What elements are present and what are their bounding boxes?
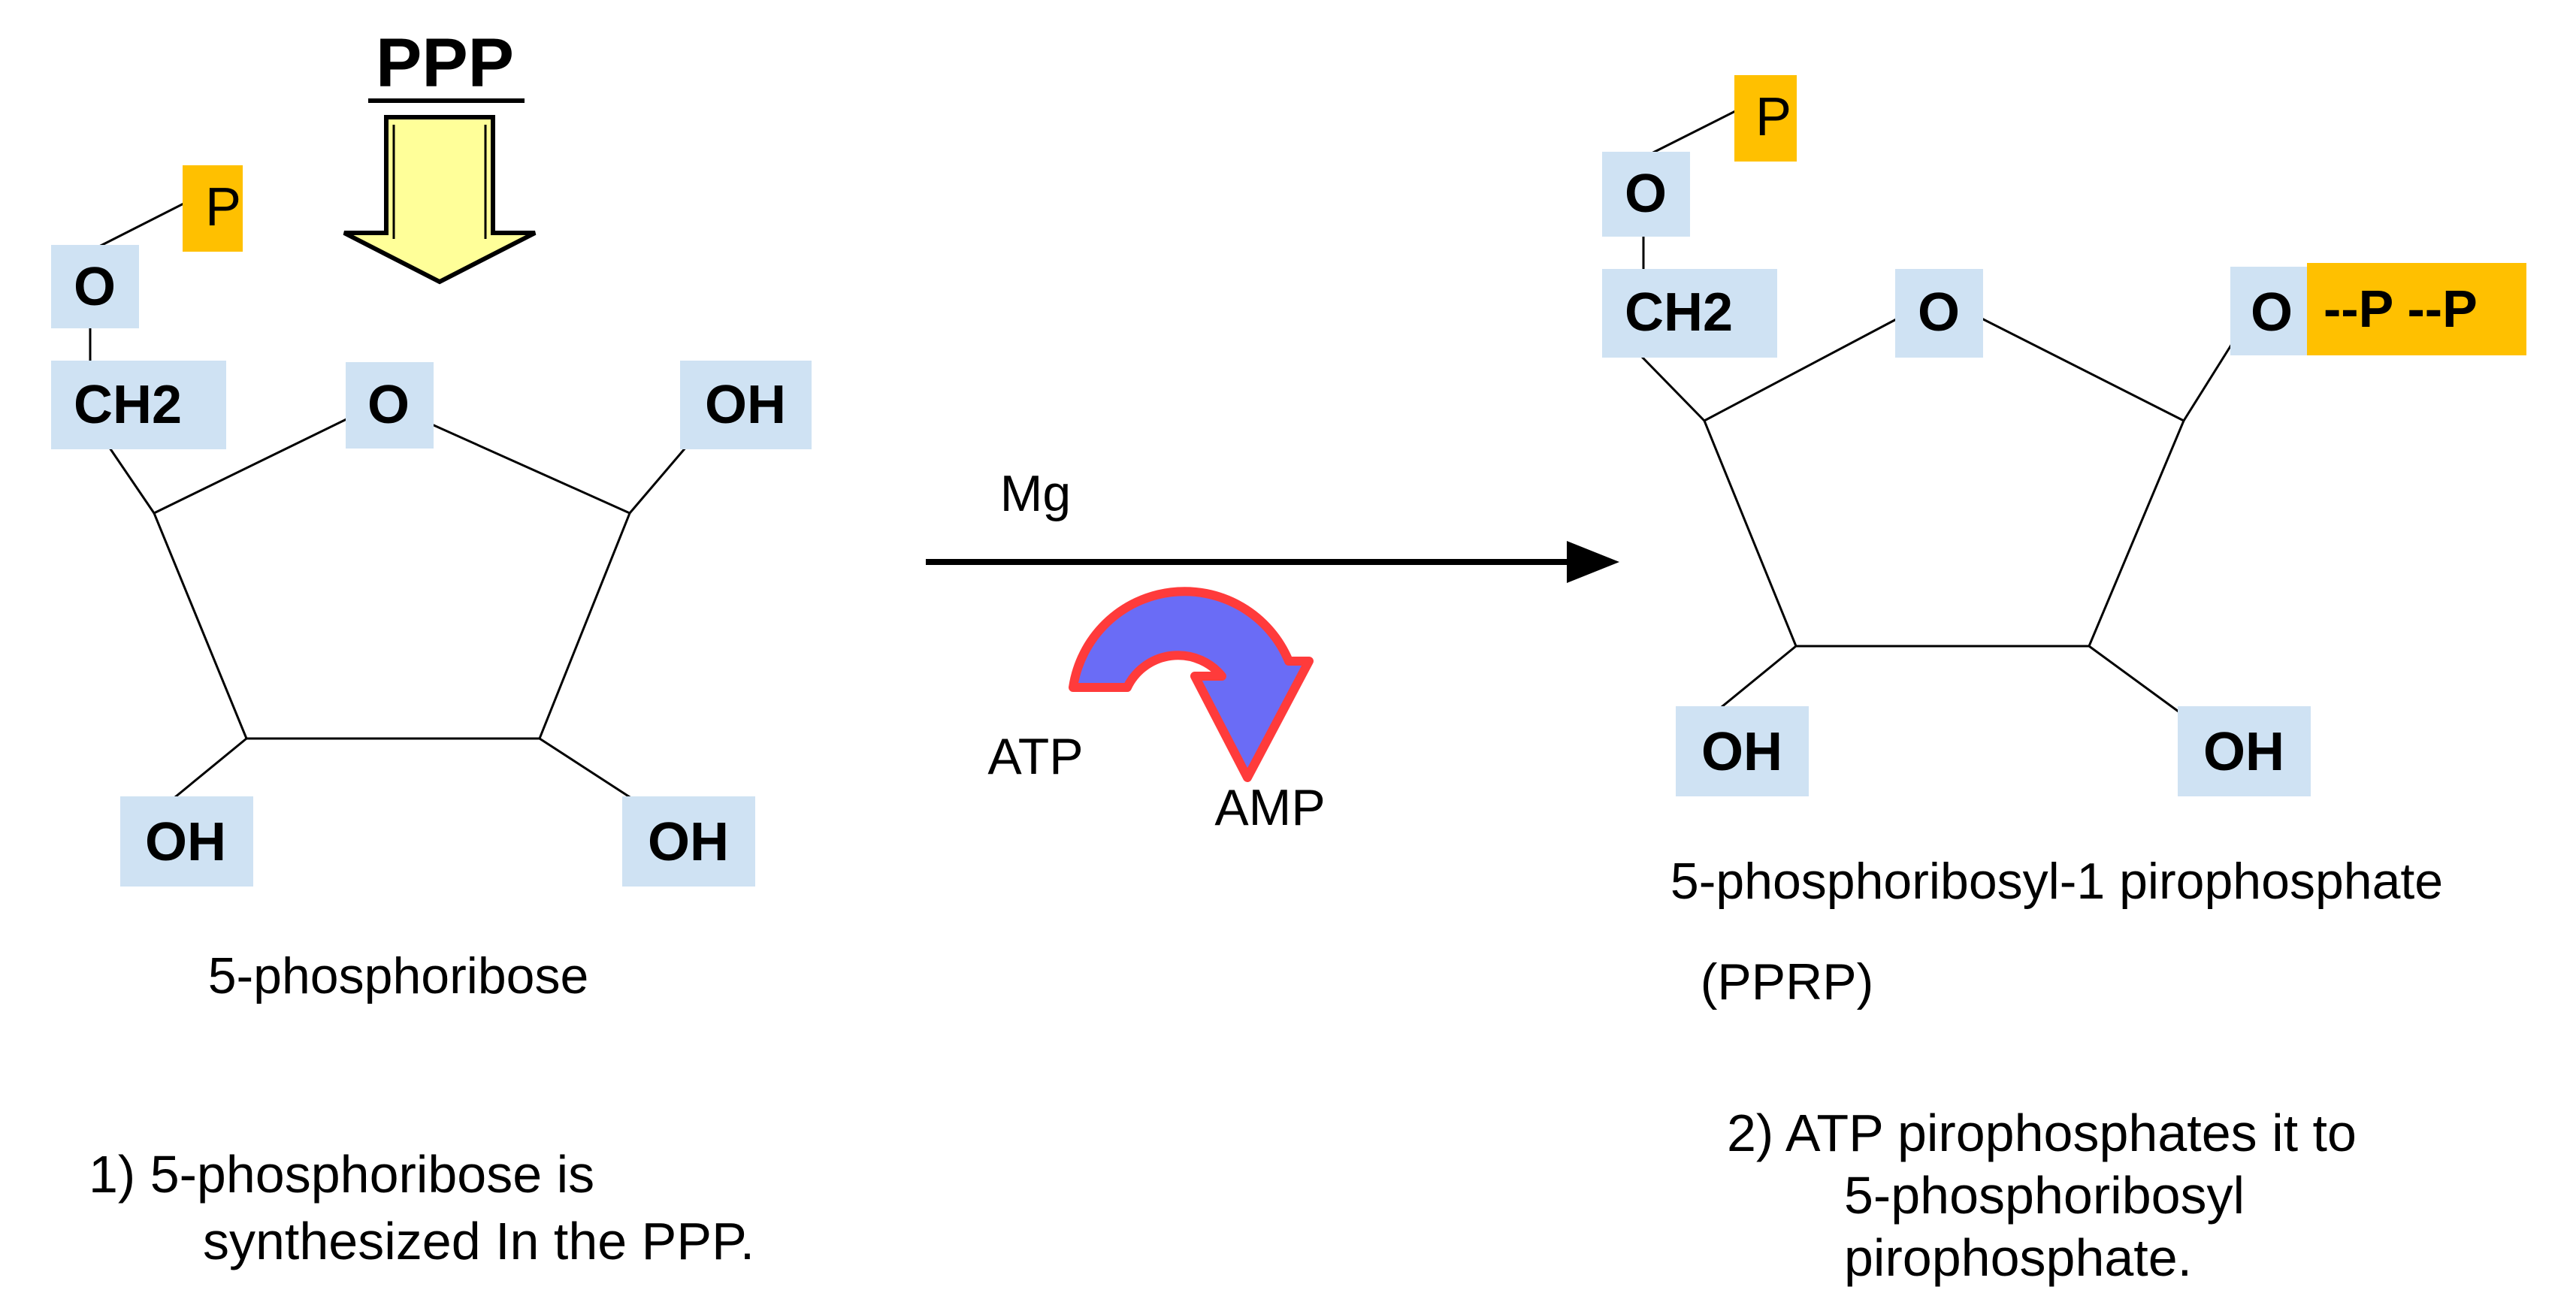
left-molecule-name: 5-phosphoribose (208, 947, 589, 1004)
right-caption-line3: pirophosphate. (1844, 1228, 2192, 1287)
right-ch2-label: CH2 (1625, 282, 1733, 343)
left-oh-c3-label: OH (145, 812, 226, 872)
atp-amp-curved-arrow (1069, 587, 1314, 782)
left-phosphate-label: P (205, 177, 241, 237)
right-ring-bonds (1640, 104, 2252, 715)
left-ch2-box (51, 361, 226, 449)
pyrophosphate-box (2307, 263, 2526, 355)
right-oxygen-box (1602, 152, 1690, 237)
atp-label: ATP (987, 728, 1083, 785)
left-caption-line1: 1) 5-phosphoribose is (89, 1145, 594, 1204)
amp-label: AMP (1214, 779, 1325, 836)
right-caption-line2: 5-phosphoribosyl (1844, 1166, 2245, 1225)
pentose-phosphate-pathway-arrow (343, 115, 537, 285)
left-phosphate-box (183, 165, 243, 252)
left-ring-oxygen-box (346, 362, 434, 449)
right-oxygen-label: O (1625, 164, 1667, 224)
right-ch2-box (1602, 269, 1777, 358)
right-oh-c3-box (1676, 706, 1809, 796)
left-ring-bonds (89, 195, 723, 805)
arrow-shadow-edge (392, 125, 487, 239)
right-ring-oxygen-box (1895, 269, 1983, 358)
right-phosphate-box (1734, 75, 1797, 162)
right-ring-oxygen-label: O (1918, 282, 1960, 343)
left-ring-oxygen-label: O (367, 375, 410, 435)
left-oh-c1-label: OH (705, 375, 786, 435)
left-oh-c2-box (622, 796, 755, 887)
right-caption-line1: 2) ATP pirophosphates it to (1727, 1104, 2357, 1162)
ppp-label: PPP (376, 25, 514, 101)
right-molecule-name-line1: 5-phosphoribosyl-1 pirophosphate (1670, 853, 2443, 910)
right-molecule-name-line2: (PPRP) (1701, 953, 1873, 1010)
right-oh-c3-label: OH (1701, 722, 1782, 782)
left-oxygen-box (51, 245, 139, 328)
catalyst-label: Mg (1000, 465, 1071, 522)
reaction-arrow-head (1567, 541, 1619, 583)
left-caption-line2: synthesized In the PPP. (203, 1212, 754, 1270)
left-oh-c1-box (680, 361, 812, 449)
left-oh-c2-label: OH (648, 812, 729, 872)
left-oh-c3-box (120, 796, 253, 887)
pyrophosphate-label: --P --P (2324, 279, 2478, 338)
left-oxygen-label: O (74, 257, 116, 317)
left-ch2-label: CH2 (74, 375, 182, 435)
right-oh-c2-label: OH (2203, 722, 2284, 782)
right-phosphate-label: P (1755, 87, 1791, 147)
right-c1-oxygen-label: O (2251, 282, 2293, 343)
right-oh-c2-box (2178, 706, 2311, 796)
